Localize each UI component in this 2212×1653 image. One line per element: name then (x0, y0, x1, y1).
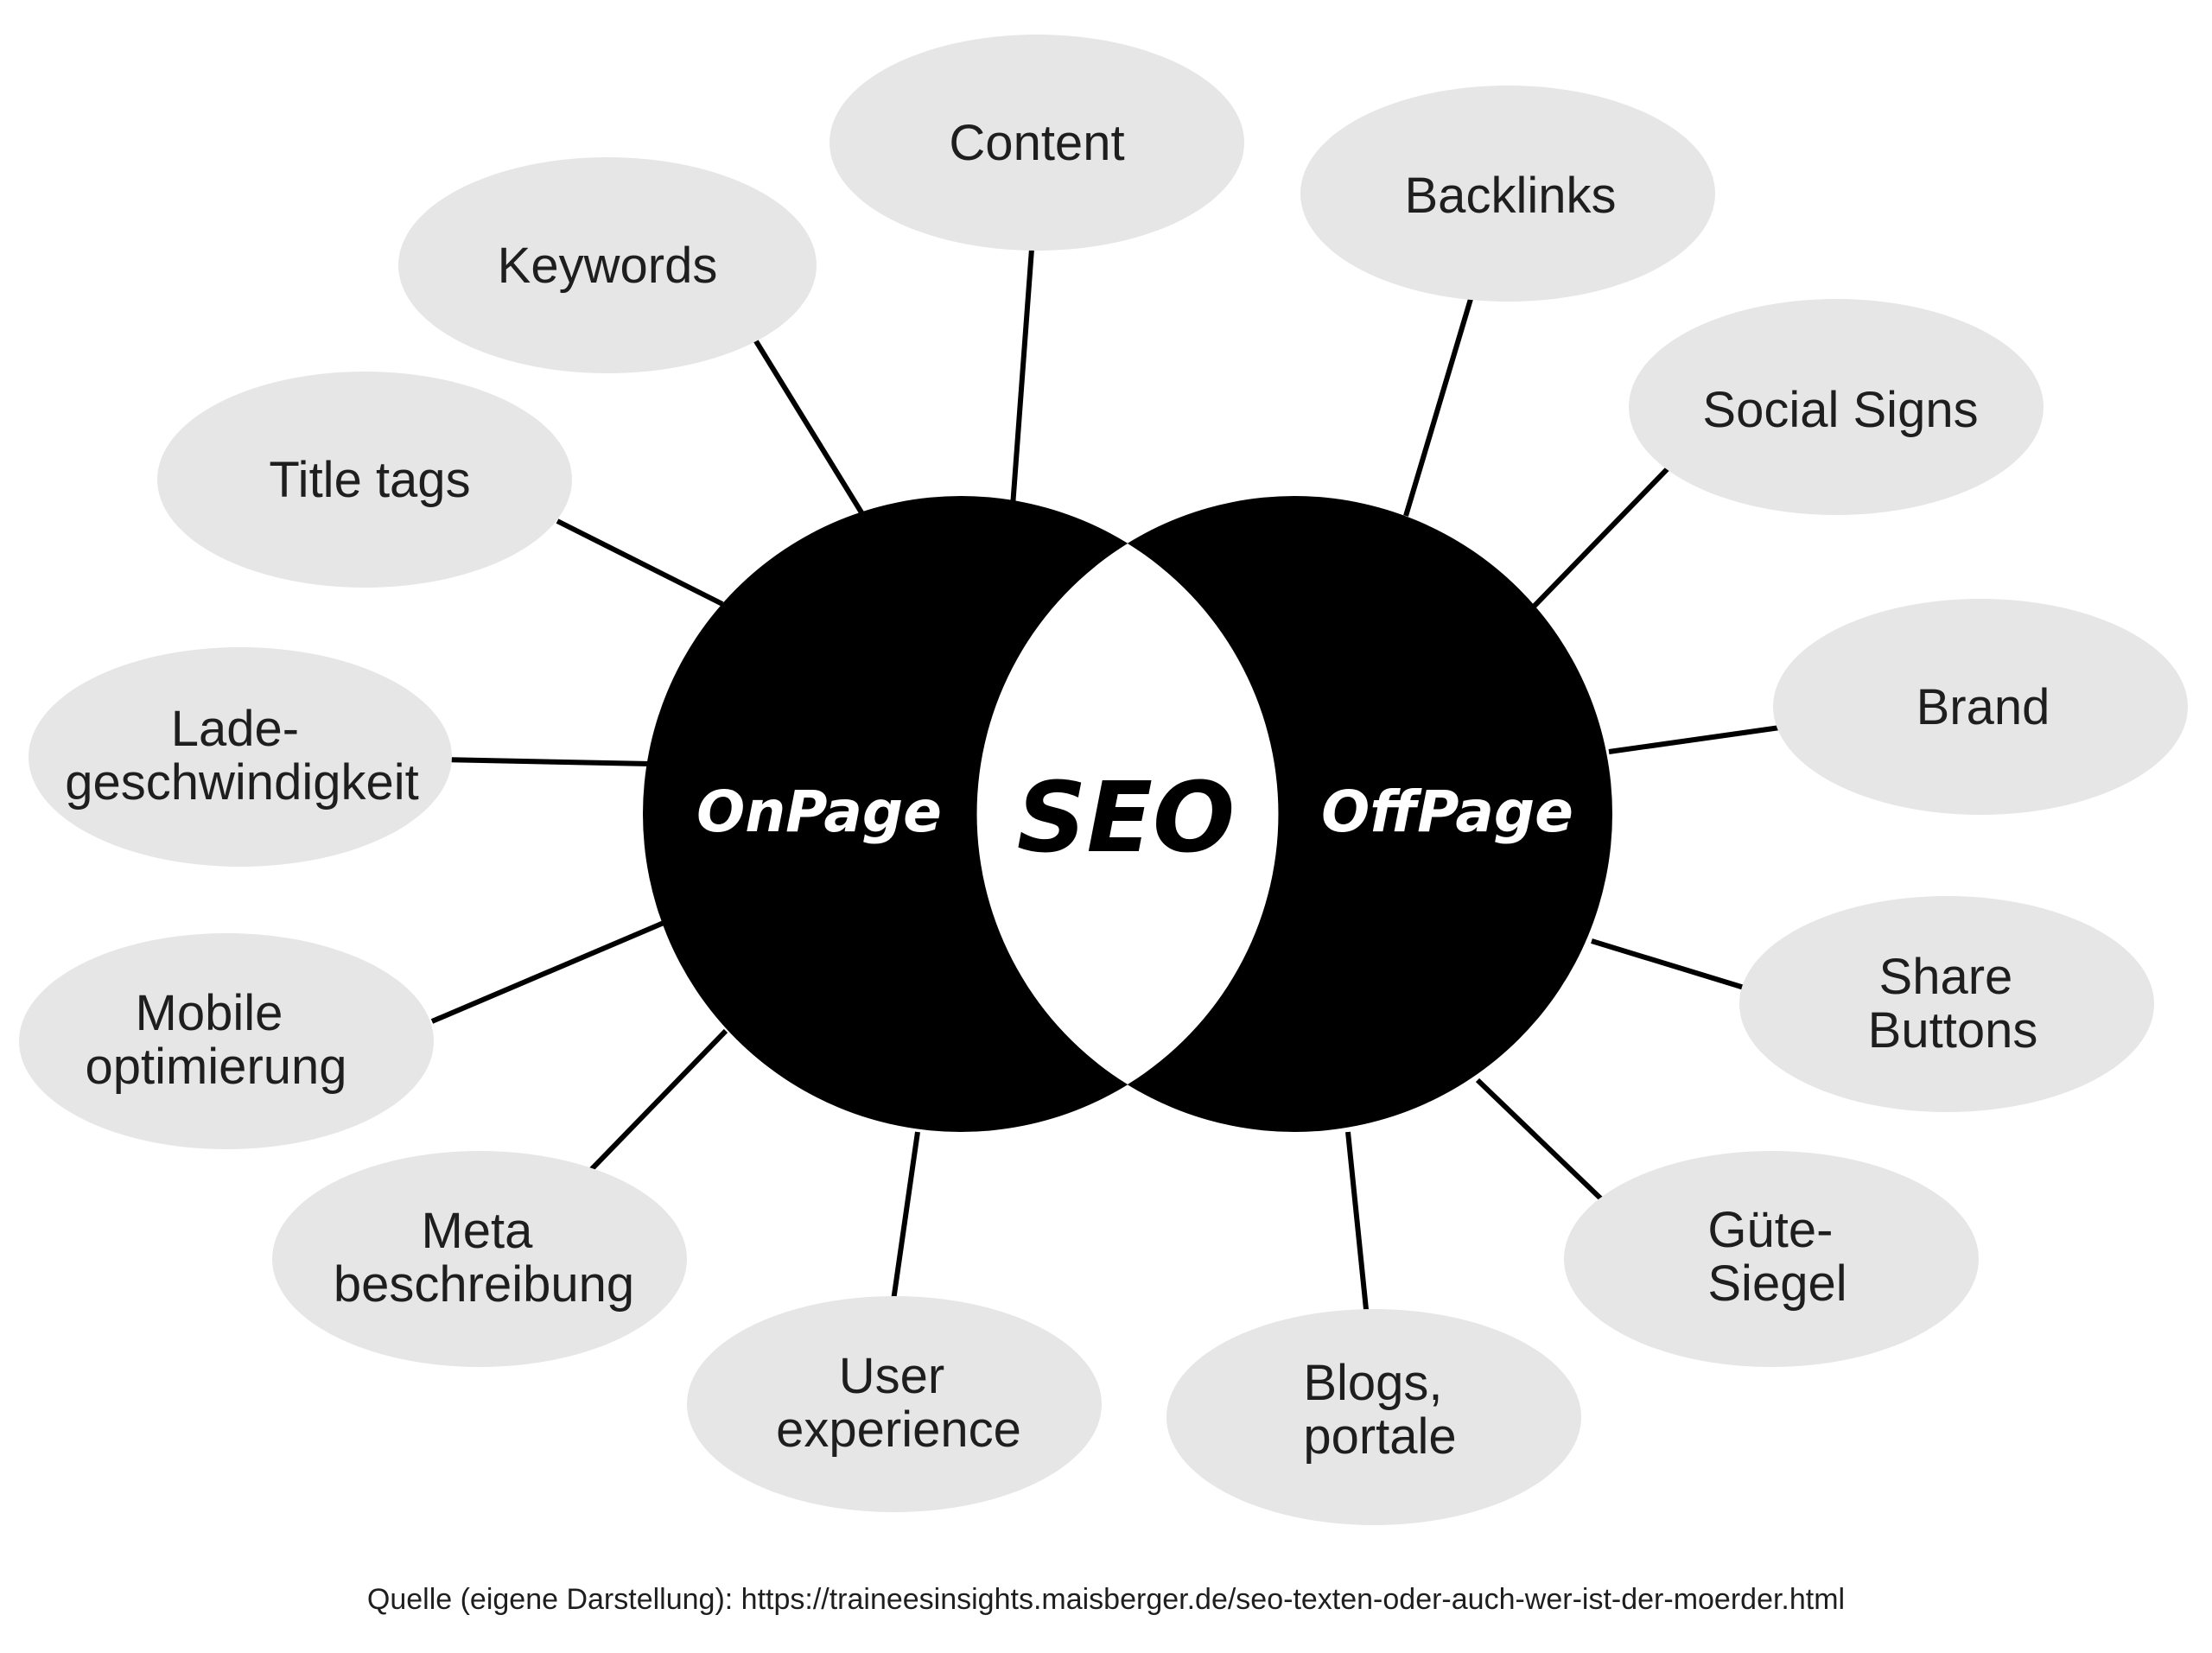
bubble-social-signs (1629, 299, 2044, 515)
connector-title-tags (556, 518, 724, 607)
bubble-guete-siegel (1564, 1151, 1979, 1367)
bubble-meta-beschreibung (272, 1151, 687, 1367)
connector-ladegeschwindigkeit (440, 757, 652, 766)
seo-overlap (976, 544, 1279, 1084)
seo-label: SEO (1017, 762, 1235, 874)
factor-label-meta-beschreibung: Meta beschreibung (334, 1203, 634, 1313)
connector-backlinks (1403, 281, 1478, 517)
venn-core: OnPage SEO OffPage (643, 496, 1612, 1132)
factor-label-keywords: Keywords (498, 238, 718, 294)
factor-label-user-experience: User experience (776, 1348, 1021, 1458)
bubble-backlinks (1300, 86, 1715, 302)
connector-meta-beschreibung (583, 1028, 728, 1178)
connector-brand (1608, 725, 1781, 754)
factor-label-share-buttons: Share Buttons (1868, 949, 2038, 1059)
factor-label-brand: Brand (1916, 679, 2050, 735)
onpage-label: OnPage (696, 779, 942, 845)
factor-label-ladegeschwindigkeit: Lade- geschwindigkeit (65, 701, 418, 811)
factor-label-title-tags: Title tags (269, 452, 470, 508)
factor-label-guete-siegel: Güte- Siegel (1707, 1202, 1847, 1312)
connector-blogs-portale (1345, 1131, 1370, 1319)
offpage-label: OffPage (1321, 779, 1573, 845)
bubble-user-experience (687, 1296, 1102, 1512)
factor-label-social-signs: Social Signs (1702, 382, 1978, 438)
connector-share-buttons (1591, 938, 1751, 992)
connector-user-experience (891, 1131, 920, 1301)
connector-content (1010, 248, 1034, 507)
factor-bubbles (19, 35, 2188, 1525)
connector-lines (430, 248, 1781, 1319)
bubble-ladegeschwindigkeit (29, 647, 452, 867)
bubble-keywords (398, 157, 817, 373)
bubble-brand (1773, 599, 2188, 815)
connector-guete-siegel (1475, 1078, 1613, 1211)
connector-social-signs (1531, 457, 1679, 609)
bubble-share-buttons (1739, 896, 2154, 1112)
bubble-title-tags (157, 372, 572, 588)
bubble-content (830, 35, 1244, 251)
bubble-mobile-optimierung (19, 933, 434, 1149)
source-note: Quelle (eigene Darstellung): https://tra… (366, 1583, 1846, 1616)
factor-labels: Content Keywords Title tags Lade- geschw… (65, 115, 2050, 1465)
factor-label-backlinks: Backlinks (1405, 168, 1617, 224)
connector-keywords (751, 335, 867, 518)
factor-label-mobile-optimierung: Mobile optimierung (85, 985, 346, 1095)
connector-mobile-optimierung (430, 920, 665, 1024)
bubble-blogs-portale (1166, 1309, 1581, 1525)
factor-label-blogs-portale: Blogs, portale (1303, 1355, 1456, 1465)
factor-label-content: Content (949, 115, 1124, 171)
